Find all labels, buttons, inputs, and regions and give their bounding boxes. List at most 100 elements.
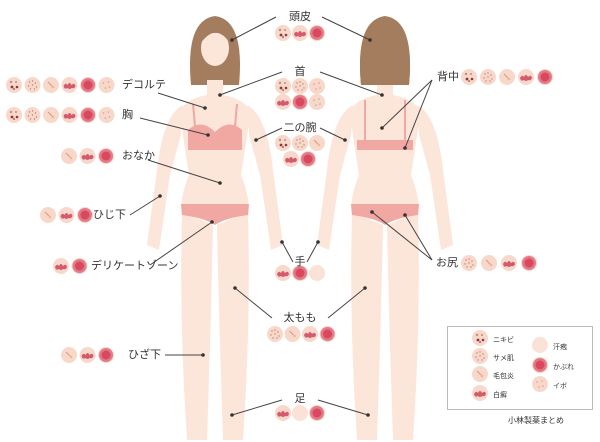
left-leg — [181, 212, 213, 440]
icons-upper_arm — [283, 151, 316, 167]
icon-same — [267, 326, 283, 342]
icon-kabure — [71, 258, 88, 274]
leader-line — [255, 127, 283, 141]
leader-line — [319, 71, 383, 96]
icon-kabure — [98, 148, 114, 164]
leader-line — [157, 92, 206, 109]
leader-line — [317, 399, 369, 416]
leader-line — [281, 241, 294, 263]
right-leg — [217, 212, 249, 440]
icon-moho — [61, 148, 77, 164]
icon-nikibi — [6, 107, 22, 123]
icon-hakuhan — [283, 151, 299, 167]
leader-dot — [230, 413, 234, 417]
icon-hakuhan — [79, 347, 96, 363]
icon-ibo — [98, 77, 115, 93]
leader-dot — [343, 138, 347, 142]
icon-kabure — [80, 77, 96, 93]
icon-groups — [6, 25, 553, 421]
strap — [192, 103, 196, 127]
icons-neck — [275, 78, 325, 94]
back-figure — [317, 16, 453, 440]
bangs — [199, 25, 231, 45]
icons-scalp — [275, 25, 325, 41]
label-hand: 手 — [294, 255, 306, 268]
icon-kabure — [319, 326, 336, 342]
underwear-bottom — [351, 204, 419, 225]
icon-moho — [61, 347, 77, 363]
icon-nikibi — [461, 69, 477, 85]
icon-hakuhan — [518, 69, 534, 85]
leader-line — [306, 241, 319, 263]
legend-label: 白癬 — [493, 391, 507, 399]
icon-same — [24, 107, 41, 123]
icons-hand — [275, 265, 325, 281]
leader-dot — [368, 38, 372, 42]
icon-kabure — [77, 207, 93, 223]
leader-line — [321, 16, 371, 41]
leader-line — [231, 399, 283, 416]
legend-label: ニキビ — [493, 336, 514, 344]
strap — [234, 103, 238, 127]
leader-line — [147, 159, 221, 184]
icon-ibo — [309, 94, 325, 110]
icons-forearm — [40, 207, 93, 223]
legend-icons — [472, 330, 548, 401]
label-delicate: デリケートゾーン — [91, 259, 179, 272]
label-neck: 首 — [294, 65, 306, 78]
label-scalp: 頭皮 — [289, 10, 311, 23]
leader-dot — [403, 146, 407, 150]
leader-dot — [230, 38, 234, 42]
bra-band — [357, 140, 413, 150]
icon-asemo — [532, 337, 548, 353]
icons-decollete — [6, 77, 115, 93]
icon-moho — [284, 326, 301, 342]
icon-same — [461, 255, 477, 271]
leader-dot — [380, 93, 384, 97]
leader-dot — [158, 194, 162, 198]
icon-kabure — [292, 94, 308, 110]
leader-dot — [316, 240, 320, 244]
leader-line — [404, 214, 433, 261]
leader-dot — [403, 213, 407, 217]
label-back: 背中 — [437, 70, 459, 83]
label-chest: 胸 — [122, 108, 133, 121]
icon-hakuhan — [472, 385, 488, 401]
icon-ibo — [309, 78, 325, 94]
icons-thigh — [267, 326, 336, 342]
icon-nikibi — [275, 135, 291, 151]
leader-dot — [366, 413, 370, 417]
icons-upper_arm — [275, 135, 325, 151]
label-upper-arm: 二の腕 — [283, 121, 317, 134]
leader-line — [371, 211, 433, 261]
label-forearm: ひじ下 — [93, 208, 126, 221]
icons-belly — [61, 148, 114, 164]
leader-line — [404, 79, 433, 149]
leader-line — [319, 127, 346, 141]
icon-kabure — [292, 265, 308, 281]
leader-dot — [233, 286, 237, 290]
icon-kabure — [309, 25, 325, 41]
icon-asemo — [292, 405, 308, 421]
icon-kabure — [98, 347, 114, 363]
icon-nikibi — [275, 25, 291, 41]
icons-lower_leg — [61, 347, 114, 363]
leader-dot — [218, 181, 222, 185]
icon-kabure — [309, 405, 325, 421]
front-figure — [147, 16, 283, 440]
icon-nikibi — [275, 78, 291, 94]
icon-hakuhan — [61, 77, 78, 93]
label-lower-leg: ひざ下 — [128, 348, 161, 361]
icon-hakuhan — [292, 25, 308, 41]
icon-same — [472, 348, 488, 364]
leader-line — [327, 287, 366, 319]
icon-ibo — [98, 107, 115, 123]
legend-label: 毛包炎 — [493, 372, 514, 380]
icon-kabure — [532, 357, 548, 373]
leader-dot — [363, 286, 367, 290]
right-leg — [387, 212, 419, 440]
icon-hakuhan — [275, 265, 291, 281]
icon-kabure — [537, 69, 553, 85]
leader-line — [231, 16, 277, 41]
